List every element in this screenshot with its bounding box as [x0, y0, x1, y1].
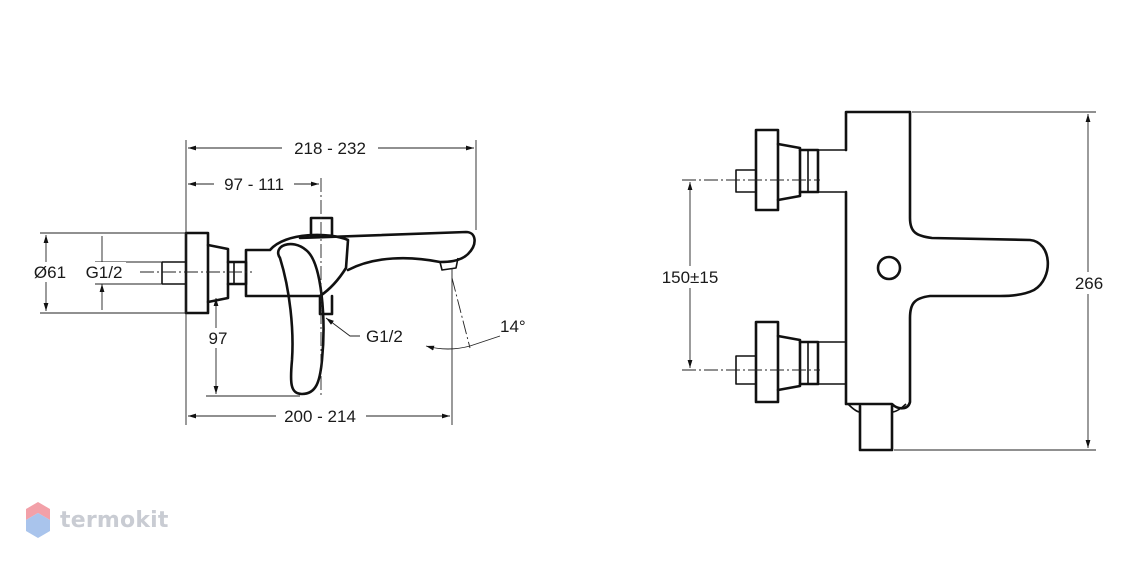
label-total-length: 218 - 232	[294, 139, 366, 158]
hexagon-logo-icon	[26, 502, 50, 538]
flange-shoulder	[206, 243, 230, 304]
label-spout-reach: 200 - 214	[284, 407, 356, 426]
watermark-brand-text: termokit	[60, 507, 169, 533]
label-outlet-thread: G1/2	[366, 327, 403, 346]
label-total-height: 266	[1075, 274, 1103, 293]
diverter-knob	[309, 216, 334, 238]
aerator	[439, 257, 459, 271]
lever-handle	[276, 242, 325, 396]
label-spout-angle: 14°	[500, 317, 526, 336]
side-view: 218 - 232 97 - 111 Ø61 G1/2 97 G1/2 14° …	[28, 138, 526, 426]
thermostat-body	[844, 110, 1050, 410]
leader-outlet-thread	[325, 317, 360, 337]
upper-eccentric-flange	[754, 128, 780, 212]
inlet-stub	[161, 261, 186, 285]
upper-inlet-stub	[735, 169, 757, 193]
label-inlet-thread: G1/2	[86, 263, 123, 282]
inlet-connector	[226, 260, 248, 286]
bottom-outlet-front	[858, 404, 894, 452]
front-view: 150±15 266	[650, 110, 1110, 452]
dim-arc-spout-angle	[425, 335, 501, 351]
label-handle-height: 97	[209, 329, 228, 348]
lower-eccentric-flange	[754, 320, 780, 404]
label-wall-to-axis: 97 - 111	[224, 175, 284, 194]
watermark-logo: termokit	[24, 500, 169, 540]
label-diameter: Ø61	[34, 263, 66, 282]
lower-inlet-stub	[735, 355, 757, 385]
label-inlet-spacing: 150±15	[662, 268, 719, 287]
bottom-outlet	[318, 294, 334, 316]
wall-flange	[184, 231, 210, 315]
mounting-hole	[876, 255, 902, 281]
spout	[298, 230, 476, 272]
